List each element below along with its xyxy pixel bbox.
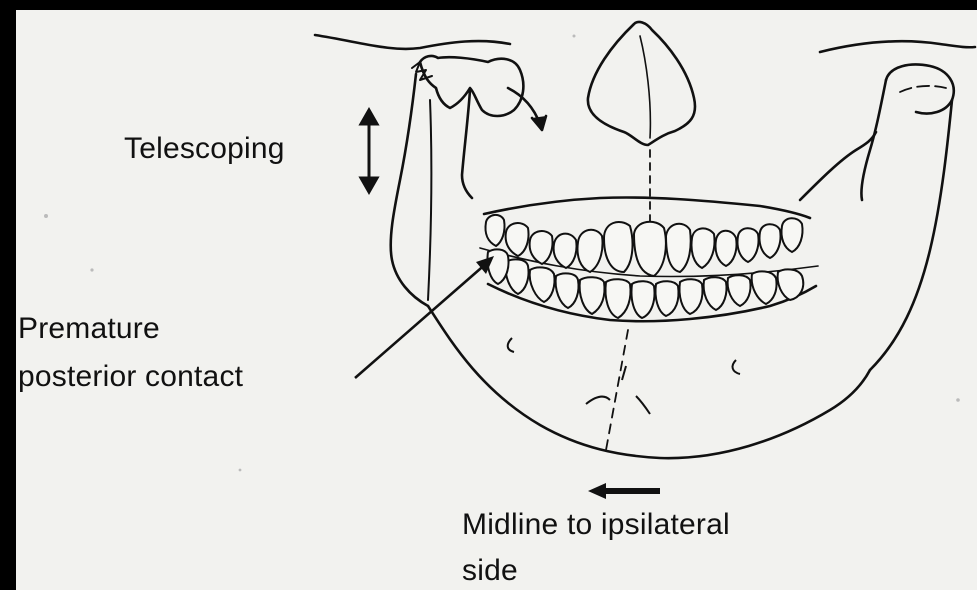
right-ramus-outer — [870, 100, 952, 370]
upper-teeth-group — [485, 215, 802, 276]
lower-tooth — [778, 269, 804, 300]
skull-base-left-line — [315, 35, 510, 49]
midline-shift-arrow — [588, 483, 660, 499]
premature-contact-pointer — [355, 256, 494, 378]
nasal-septum-inner-line — [640, 36, 650, 138]
premature-contact-label-line1: Premature — [18, 314, 160, 344]
upper-tooth — [554, 234, 577, 268]
lower-tooth — [606, 279, 631, 318]
telescoping-label: Telescoping — [124, 134, 285, 164]
upper-tooth — [485, 215, 504, 246]
left-ramus-outline — [391, 74, 428, 306]
left-condyle-fragment — [420, 56, 523, 116]
lower-tooth — [655, 281, 678, 316]
skull-base-right-line — [820, 41, 975, 52]
lower-tooth — [704, 277, 727, 310]
upper-tooth — [530, 231, 553, 264]
condyle-displacement-arrowhead — [532, 116, 546, 130]
upper-tooth — [666, 224, 691, 272]
lower-tooth — [487, 249, 508, 284]
upper-tooth — [506, 223, 529, 256]
mental-ridge-right — [636, 396, 650, 414]
lower-tooth — [728, 275, 751, 306]
midline-dashed-lower — [606, 330, 628, 450]
upper-tooth — [691, 228, 714, 268]
lower-tooth — [752, 271, 777, 304]
upper-tooth — [604, 222, 632, 272]
upper-tooth — [781, 218, 802, 252]
right-ramus-inner — [861, 80, 886, 200]
lower-tooth — [580, 277, 605, 314]
upper-tooth — [737, 228, 758, 262]
upper-tooth — [578, 230, 603, 272]
right-condyle-inner — [900, 86, 946, 92]
left-mental-foramen — [508, 338, 514, 352]
telescoping-arrow — [361, 110, 377, 192]
lower-tooth — [679, 279, 702, 314]
left-coronoid — [428, 100, 431, 300]
upper-tooth — [715, 231, 736, 266]
midline-label-line1: Midline to ipsilateral — [462, 510, 730, 540]
mandible-lower-border — [428, 306, 870, 458]
lower-tooth — [631, 281, 654, 318]
premature-contact-label-line2: posterior contact — [18, 362, 243, 392]
upper-tooth — [634, 222, 666, 276]
lower-tooth — [530, 267, 555, 302]
lower-tooth — [556, 273, 579, 308]
right-condyle — [886, 65, 954, 114]
mental-ridge-left — [586, 397, 610, 404]
right-mental-foramen — [733, 360, 740, 374]
upper-tooth — [759, 224, 780, 258]
midline-label-line2: side — [462, 556, 518, 586]
mental-tick — [622, 366, 626, 380]
left-ramus-inner — [462, 90, 472, 198]
upper-dental-arch — [484, 197, 810, 218]
